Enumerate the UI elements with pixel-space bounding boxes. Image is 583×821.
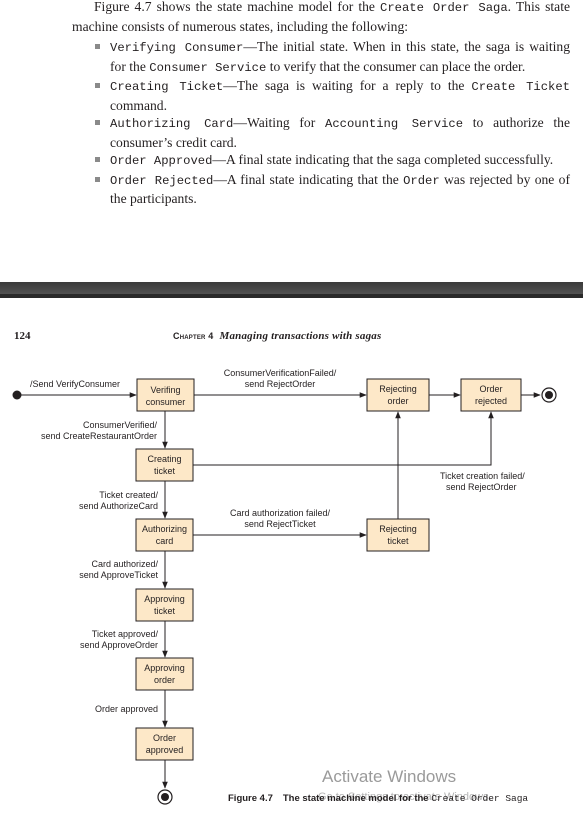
state-code: Accounting Service (325, 117, 464, 131)
list-item: Order Approved—A final state indicating … (94, 151, 570, 171)
state-machine-diagram: /Send VerifyConsumer Verifing consumer C… (12, 368, 557, 805)
state-code: Verifying Consumer (110, 41, 244, 55)
state-label: Order (479, 384, 502, 394)
state-label: card (156, 536, 174, 546)
state-code: Authorizing Card (110, 117, 234, 131)
state-verifying-consumer: Verifing consumer (136, 378, 195, 412)
activate-windows-watermark: Activate Windows (322, 767, 457, 786)
page-divider (0, 282, 583, 298)
transition-label: Order approved (95, 704, 158, 714)
transition-label: send RejectOrder (245, 379, 316, 389)
transition-label: Card authorization failed/ (230, 508, 331, 518)
previous-page: Figure 4.7 shows the state machine model… (0, 0, 583, 282)
state-approving-order: Approving order (135, 657, 194, 691)
state-label: Order (153, 733, 176, 743)
state-label: Rejecting (379, 384, 417, 394)
state-code: Order Approved (110, 154, 213, 168)
state-rejecting-order: Rejecting order (366, 378, 430, 412)
state-label: approved (146, 745, 184, 755)
list-item: Order Rejected—A final state indicating … (94, 171, 570, 208)
activate-windows-subtitle: Go to Settings to activate Windows. (318, 791, 492, 803)
state-label: Creating (147, 454, 181, 464)
intro-paragraph: Figure 4.7 shows the state machine model… (72, 0, 570, 35)
state-desc: to authorize the consumer’s credit card. (110, 115, 570, 150)
list-item: Authorizing Card—Waiting for Accounting … (94, 114, 570, 151)
transition-label: ConsumerVerificationFailed/ (224, 368, 337, 378)
transition-label: send RejectTicket (244, 519, 316, 529)
state-label: Approving (144, 594, 185, 604)
transition-label: Ticket created/ (99, 490, 158, 500)
state-code: Order (403, 173, 440, 188)
state-label: Verifing (150, 385, 180, 395)
state-label: ticket (154, 466, 176, 476)
transition-label: send RejectOrder (446, 482, 517, 492)
state-desc: —A final state indicating that the saga … (212, 152, 554, 167)
caption-title: The state machine model for the (282, 793, 432, 804)
state-code: Consumer Service (149, 60, 267, 75)
state-rejecting-ticket: Rejecting ticket (366, 518, 430, 552)
state-order-approved: Order approved (135, 727, 194, 761)
bullet-icon (95, 120, 100, 125)
transition-label: ConsumerVerified/ (83, 420, 158, 430)
intro-text-2: . This state machine consists of numerou… (72, 0, 571, 34)
edge-ticket-failed (193, 411, 494, 466)
transition-label: send ApproveTicket (79, 570, 158, 580)
state-approving-ticket: Approving ticket (135, 588, 194, 622)
end-node-rejected-core (545, 391, 553, 399)
state-label: consumer (146, 397, 186, 407)
transition-label: Card authorized/ (91, 559, 158, 569)
page-number: 124 (14, 330, 31, 342)
state-code: Creating Ticket (110, 80, 224, 94)
start-label: /Send VerifyConsumer (30, 379, 120, 389)
caption-saga-name: Create Order Saga (431, 793, 529, 804)
list-item: Verifying Consumer—The initial state. Wh… (94, 38, 570, 77)
state-authorizing-card: Authorizing card (135, 518, 194, 552)
chapter-label: Chapter 4 (173, 331, 214, 341)
state-desc: —The initial state. When in this state, … (110, 39, 570, 74)
state-desc: was rejected by one of the participants. (110, 171, 570, 207)
transition-label: Ticket creation failed/ (440, 471, 525, 481)
transition-label: send CreateRestaurantOrder (41, 431, 157, 441)
end-node-approved (157, 789, 173, 805)
state-label: order (387, 396, 408, 406)
state-code: Create Ticket (471, 80, 570, 94)
state-label: ticket (154, 606, 176, 616)
state-creating-ticket: Creating ticket (135, 448, 194, 482)
state-label: rejected (475, 396, 507, 406)
running-head: Chapter 4 Managing transactions with saga… (173, 330, 381, 342)
state-label: Approving (144, 663, 185, 673)
start-node (12, 390, 22, 400)
state-desc: command. (110, 97, 168, 113)
transition-label: send AuthorizeCard (79, 501, 158, 511)
state-desc: —Waiting for (233, 115, 326, 130)
end-node-approved-core (161, 793, 169, 801)
caption-label: Figure 4.7 (228, 793, 273, 804)
list-item: Creating Ticket—The saga is waiting for … (94, 77, 570, 114)
transition-label: Ticket approved/ (92, 629, 159, 639)
state-desc: to verify that the consumer can place th… (266, 58, 526, 74)
state-order-rejected: Order rejected (460, 378, 522, 412)
state-code: Order Rejected (110, 173, 214, 188)
bullet-icon (95, 157, 100, 162)
state-label: Rejecting (379, 524, 417, 534)
state-label: order (154, 675, 175, 685)
figure-caption: Figure 4.7 The state machine model for th… (228, 793, 528, 804)
states-list: Verifying Consumer—The initial state. Wh… (94, 38, 570, 208)
intro-text-1: Figure 4.7 shows the state machine model… (94, 0, 380, 14)
state-desc: —A final state indicating that the (213, 171, 404, 187)
saga-name: Create Order Saga (380, 1, 508, 15)
state-label: ticket (387, 536, 409, 546)
state-desc: —The saga is waiting for a reply to the (223, 78, 472, 93)
transition-label: send ApproveOrder (80, 640, 158, 650)
bullet-icon (95, 44, 100, 49)
end-node-rejected (541, 387, 557, 403)
state-label: Authorizing (142, 524, 187, 534)
chapter-title: Managing transactions with sagas (219, 330, 382, 342)
bullet-icon (95, 176, 100, 182)
bullet-icon (95, 83, 100, 88)
